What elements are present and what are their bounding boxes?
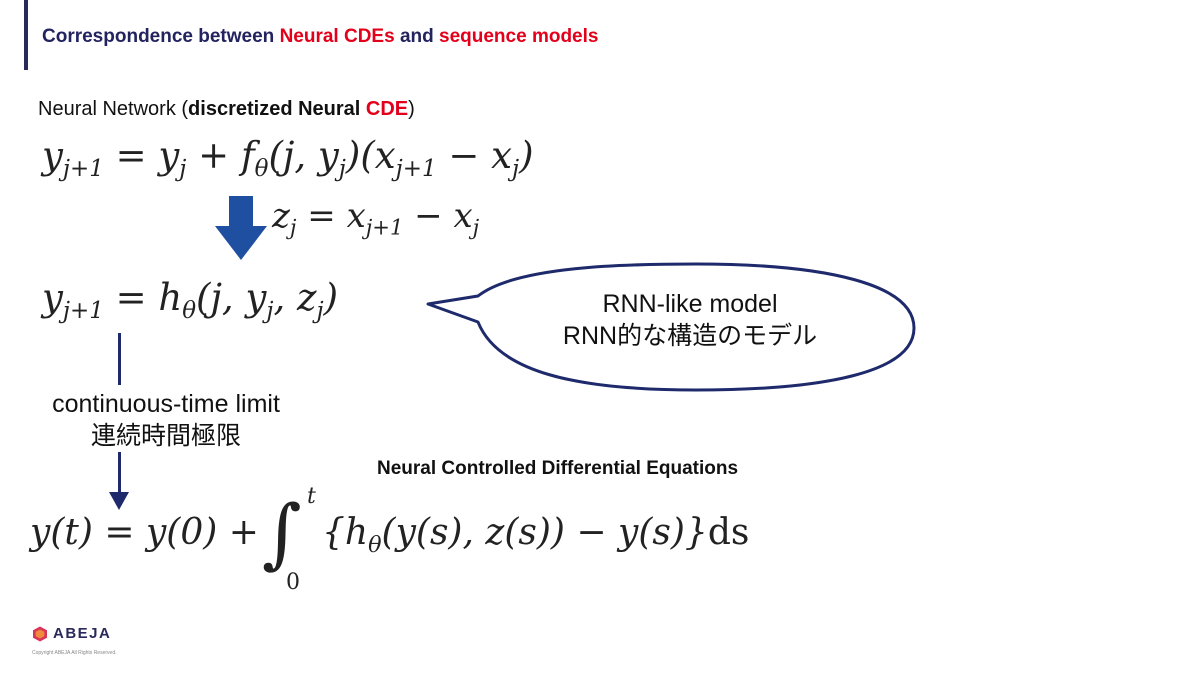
- copyright-text: Copyright ABEJA All Rights Reserved.: [32, 650, 117, 656]
- down-arrow-icon: [215, 196, 267, 260]
- integral-lower-limit: 0: [286, 570, 300, 595]
- equation-substitution: zj = xj+1 − xj: [272, 196, 480, 240]
- equation-rnn-form: yj+1 = hθ(j, yj, zj): [42, 276, 339, 325]
- slide-title: Correspondence between Neural CDEs and s…: [42, 26, 599, 47]
- section-subtitle: Neural Network (discretized Neural CDE): [38, 98, 415, 120]
- bubble-line-ja: RNN的な構造のモデル: [562, 322, 818, 350]
- equation-integral-lhs: y(t) = y(0) +: [30, 512, 259, 553]
- limit-arrow-shaft-bottom: [118, 452, 121, 494]
- limit-arrow-head-icon: [109, 492, 129, 510]
- integral-upper-limit: t: [307, 484, 316, 509]
- logo-text: ABEJA: [53, 625, 112, 642]
- title-accent-bar: [24, 0, 28, 70]
- abeja-hexagon-icon: [33, 626, 47, 641]
- abeja-logo: ABEJA: [32, 625, 111, 642]
- limit-arrow-shaft-top: [118, 333, 121, 385]
- equation-integral-body: {hθ(y(s), z(s)) − y(s)}ds: [322, 512, 750, 558]
- limit-line-ja: 連続時間極限: [90, 422, 241, 450]
- bubble-line-en: RNN-like model: [602, 290, 778, 318]
- speech-bubble: [426, 262, 916, 392]
- equation-discretized-cde: yj+1 = yj + fθ(j, yj)(xj+1 − xj): [42, 134, 534, 183]
- continuous-limit-label: continuous-time limit 連続時間極限: [30, 388, 302, 452]
- ncde-label: Neural Controlled Differential Equations: [377, 458, 739, 479]
- integral-sign-icon: ∫: [262, 488, 302, 577]
- limit-line-en: continuous-time limit: [52, 390, 280, 418]
